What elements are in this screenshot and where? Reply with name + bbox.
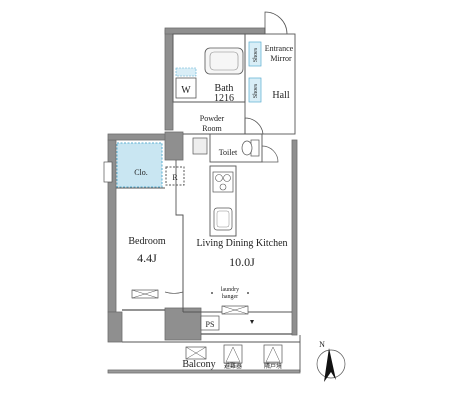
shoes-label-2: Shoes bbox=[253, 83, 259, 98]
hall-label: Hall bbox=[272, 90, 289, 101]
ldk-label: Living Dining Kitchen bbox=[196, 238, 287, 249]
refrigerator-label: R bbox=[172, 173, 178, 182]
powder-sink bbox=[192, 137, 208, 155]
bathtub-inner bbox=[209, 51, 239, 71]
toilet-door bbox=[261, 145, 279, 163]
north-circle bbox=[316, 349, 346, 379]
entrance-door bbox=[264, 11, 288, 35]
washer bbox=[175, 77, 197, 99]
closet bbox=[116, 142, 163, 188]
powder-room-line2: Room bbox=[202, 124, 222, 133]
entrance-label: Entrance bbox=[265, 44, 294, 53]
ldk-marker bbox=[250, 320, 254, 324]
wall-bath-top bbox=[164, 27, 266, 35]
powder-room-line1: Powder bbox=[200, 114, 225, 123]
north-arrow-icon bbox=[324, 348, 336, 382]
evac-label: 避難器 bbox=[224, 362, 242, 370]
laundry-hanger-dot-2 bbox=[247, 292, 249, 294]
kitchen-sink bbox=[213, 207, 233, 231]
bedroom-label: Bedroom bbox=[128, 236, 165, 247]
stove bbox=[212, 171, 234, 193]
toilet-bowl bbox=[241, 140, 253, 156]
washer-label: W bbox=[181, 85, 191, 96]
laundry-line1: laundry bbox=[221, 287, 239, 293]
washer-drain bbox=[175, 67, 197, 77]
laundry-hanger-dot-1 bbox=[211, 292, 213, 294]
kitchen-sink-inner bbox=[216, 210, 230, 228]
laundry-line2: hanger bbox=[222, 294, 238, 300]
shoes-cabinet-2 bbox=[248, 77, 262, 103]
shoes-label-1: Shoes bbox=[253, 47, 259, 62]
burner-1 bbox=[215, 174, 223, 182]
partition-label: 隣戸境 bbox=[264, 362, 282, 370]
walls bbox=[107, 27, 301, 374]
bedroom-window bbox=[103, 161, 113, 183]
column-bottom-mid bbox=[164, 307, 202, 341]
burner-3 bbox=[219, 183, 227, 191]
ps-box bbox=[200, 315, 220, 331]
shoes-cabinet-1 bbox=[248, 41, 262, 67]
bedroom-size: 4.4J bbox=[137, 251, 157, 265]
bathtub bbox=[204, 47, 244, 75]
burner-2 bbox=[223, 174, 231, 182]
column-top-mid bbox=[164, 131, 184, 161]
bath-label: Bath bbox=[215, 83, 234, 94]
bath-size: 1216 bbox=[214, 93, 234, 104]
column-bottom-left bbox=[107, 311, 123, 343]
room-lines bbox=[116, 33, 301, 372]
mirror-label: Mirror bbox=[270, 54, 292, 63]
balcony-label: Balcony bbox=[182, 359, 215, 370]
bedroom-door bbox=[164, 262, 184, 294]
ldk-size: 10.0J bbox=[229, 255, 255, 269]
column-top-left bbox=[164, 29, 174, 131]
ps-label: PS bbox=[206, 320, 215, 329]
hall-door bbox=[244, 117, 264, 135]
toilet-label: Toilet bbox=[219, 148, 238, 157]
north-label: N bbox=[319, 340, 325, 349]
partition-panel bbox=[263, 344, 283, 364]
wall-right bbox=[291, 139, 298, 336]
balcony-rail bbox=[107, 369, 301, 374]
refrigerator bbox=[165, 166, 185, 186]
closet-label: Clo. bbox=[134, 168, 148, 177]
evac-hatch bbox=[223, 344, 243, 364]
